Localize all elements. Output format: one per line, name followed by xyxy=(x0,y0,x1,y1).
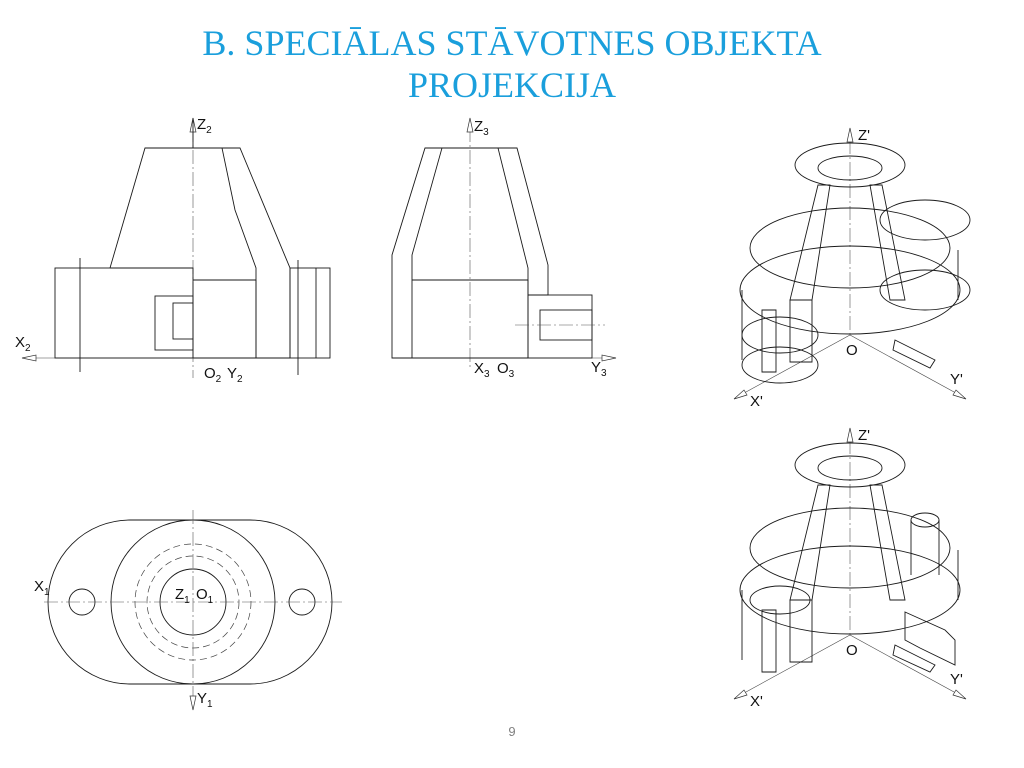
side-left-section xyxy=(391,147,443,359)
iso-lower-y-label: Y' xyxy=(950,671,963,688)
svg-text:O3: O3 xyxy=(497,360,515,380)
side-view: Z3 X3 O3 Y3 xyxy=(391,117,617,380)
front-origin-label: O xyxy=(204,365,216,382)
iso-lower-x-label: X' xyxy=(750,693,763,710)
front-z-label: Z xyxy=(197,116,206,133)
svg-text:Z1: Z1 xyxy=(175,586,190,606)
front-base xyxy=(54,267,194,359)
front-x-label: X xyxy=(15,334,25,351)
svg-text:Y3: Y3 xyxy=(591,359,607,379)
top-origin-label: O xyxy=(196,586,208,603)
front-flange-section xyxy=(289,267,331,359)
side-y-label: Y xyxy=(591,359,601,376)
isometric-view-upper: Z' O Y' X' xyxy=(733,127,971,410)
side-origin-label: O xyxy=(497,360,509,377)
iso-upper-y-label: Y' xyxy=(950,371,963,388)
side-boss-section xyxy=(527,294,593,359)
isometric-view-lower: Z' O Y' X' xyxy=(733,427,967,710)
page-number: 9 xyxy=(508,724,516,739)
side-x-label: X xyxy=(474,360,484,377)
front-cone-section xyxy=(221,147,291,359)
front-view-x-arrow xyxy=(21,354,37,362)
iso-upper-z-label: Z' xyxy=(858,127,870,144)
svg-text:O1: O1 xyxy=(196,586,214,606)
svg-text:X2: X2 xyxy=(15,334,31,354)
top-outline xyxy=(47,519,333,685)
iso-upper-x-label: X' xyxy=(750,393,763,410)
svg-text:O2: O2 xyxy=(204,365,222,385)
iso-upper-origin-label: O xyxy=(846,342,858,359)
top-view: X1 Z1 O1 Y1 xyxy=(34,510,342,711)
front-view: Z2 X2 O2 Y2 xyxy=(15,116,331,385)
top-y-label: Y xyxy=(197,690,207,707)
slide-title: B. SPECIĀLAS STĀVOTNES OBJEKTA PROJEKCIJ… xyxy=(202,23,822,105)
front-cone-left-edge xyxy=(109,147,240,269)
iso-lower-z-label: Z' xyxy=(858,427,870,444)
svg-text:Y1: Y1 xyxy=(197,690,213,710)
top-z-label: Z xyxy=(175,586,184,603)
svg-text:X1: X1 xyxy=(34,578,50,598)
side-z-label: Z xyxy=(474,118,483,135)
svg-text:Y2: Y2 xyxy=(227,365,243,385)
svg-text:Z3: Z3 xyxy=(474,118,489,138)
svg-text:Z2: Z2 xyxy=(197,116,212,136)
svg-text:X3: X3 xyxy=(474,360,490,380)
side-right-section xyxy=(497,147,549,296)
front-y-label: Y xyxy=(227,365,237,382)
iso-lower-origin-label: O xyxy=(846,642,858,659)
top-x-label: X xyxy=(34,578,44,595)
